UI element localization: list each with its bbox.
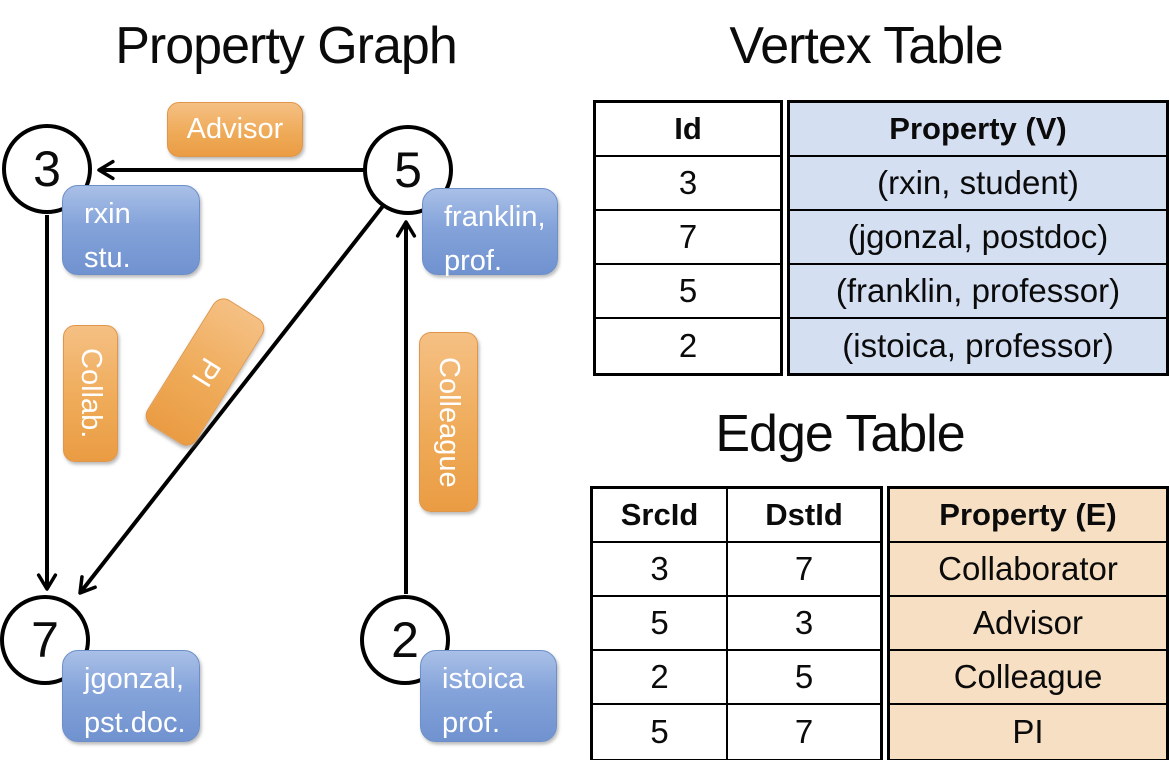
edge-table-dstid-header: DstId [728, 489, 880, 543]
vertex-table-property-column: Property (V) (rxin, student) (jgonzal, p… [787, 100, 1169, 376]
vertex-table-property-cell: (franklin, professor) [790, 265, 1166, 319]
vertex-card-jgonzal: jgonzal, pst.doc. [62, 650, 200, 742]
graph-node-2: 2 [360, 595, 450, 685]
edge-table-dstid-cell: 7 [728, 543, 880, 597]
edge-5-to-7 [78, 204, 385, 595]
edge-table-property-cell: Advisor [890, 597, 1166, 651]
vertex-table-property-cell: (jgonzal, postdoc) [790, 211, 1166, 265]
node-7-id: 7 [31, 612, 59, 668]
edge-table-property-column: Property (E) Collaborator Advisor Collea… [887, 486, 1169, 760]
edge-table-srcid-cell: 2 [593, 651, 728, 705]
vertex-card-rxin-line1: rxin [84, 198, 131, 230]
vertex-card-istoica-line2: prof. [442, 707, 501, 739]
edge-table-property-cell: Colleague [890, 651, 1166, 705]
edge-table-dstid-cell: 3 [728, 597, 880, 651]
node-2-id: 2 [391, 612, 419, 668]
edge-table-dstid-cell: 5 [728, 651, 880, 705]
graph-node-5: 5 [363, 125, 453, 215]
vertex-table-property-header: Property (V) [790, 103, 1166, 157]
vertex-card-rxin-line2: stu. [84, 242, 131, 274]
vertex-table-title: Vertex Table [729, 17, 1003, 75]
edge-table-title: Edge Table [715, 405, 965, 463]
edge-table-srcid-cell: 5 [593, 597, 728, 651]
edge-table-id-columns: SrcId DstId 3 7 5 3 2 5 5 7 [590, 486, 883, 760]
vertex-card-franklin: franklin, prof. [422, 188, 558, 277]
edge-table-property-cell: Collaborator [890, 543, 1166, 597]
property-graph-title: Property Graph [115, 17, 457, 75]
edge-label-advisor: Advisor [167, 102, 303, 157]
vertex-card-istoica: istoica prof. [420, 650, 557, 742]
edge-table-srcid-cell: 3 [593, 543, 728, 597]
vertex-card-jgonzal-line2: pst.doc. [84, 707, 186, 739]
vertex-card-jgonzal-line1: jgonzal, [84, 663, 184, 695]
vertex-table-id-header: Id [596, 103, 780, 157]
edge-label-colleague: Colleague [419, 332, 478, 512]
edge-table-dstid-cell: 7 [794, 713, 814, 750]
vertex-table-id-column: Id 3 7 5 2 [593, 100, 783, 376]
vertex-card-franklin-line2: prof. [444, 245, 503, 277]
edge-table-property-header: Property (E) [890, 489, 1166, 543]
vertex-card-istoica-line1: istoica [442, 663, 525, 695]
node-3-id: 3 [33, 141, 61, 197]
vertex-table-id-cell: 7 [596, 211, 780, 265]
vertex-table-id-cell: 3 [596, 157, 780, 211]
vertex-table-property-cell: (istoica, professor) [842, 327, 1114, 364]
node-5-id: 5 [394, 142, 422, 198]
edge-table-srcid-header: SrcId [593, 489, 728, 543]
edge-label-collab: Collab. [63, 325, 118, 462]
edge-table-srcid-cell: 5 [593, 705, 728, 759]
vertex-table-property-cell: (rxin, student) [790, 157, 1166, 211]
edge-table-property-cell: PI [1012, 713, 1044, 750]
vertex-table-id-cell: 5 [596, 265, 780, 319]
graph-edges-layer [36, 159, 417, 595]
vertex-table-id-cell: 2 [678, 327, 698, 364]
vertex-card-franklin-line1: franklin, [444, 201, 546, 233]
vertex-card-rxin: rxin stu. [62, 185, 200, 275]
